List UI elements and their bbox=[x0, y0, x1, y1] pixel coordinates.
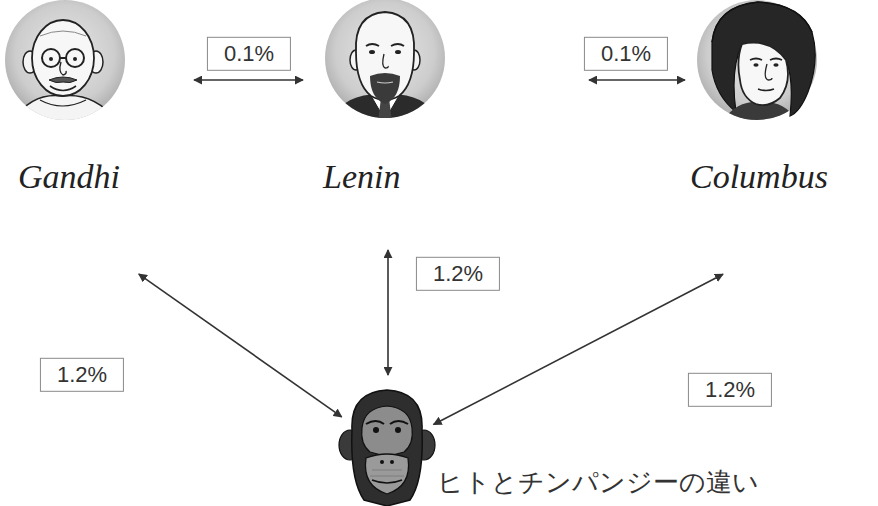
portrait-node: Columbus bbox=[690, 0, 864, 205]
percentage-label: 1.2% bbox=[416, 257, 500, 291]
percentage-label: 1.2% bbox=[40, 358, 124, 392]
chimpanzee-node: ヒトとチンパンジーの違い bbox=[345, 390, 430, 506]
difference-arrow bbox=[139, 274, 342, 417]
lenin-portrait bbox=[325, 0, 445, 125]
columbus-portrait bbox=[697, 0, 817, 125]
difference-arrow bbox=[387, 250, 389, 375]
difference-arrow bbox=[194, 79, 303, 81]
caption-text: ヒトとチンパンジーの違い bbox=[437, 468, 759, 497]
portrait-node: Gandhi bbox=[0, 0, 179, 205]
percentage-label: 1.2% bbox=[688, 373, 772, 407]
percentage-label: 0.1% bbox=[584, 37, 668, 71]
person-name: Lenin bbox=[323, 158, 459, 195]
difference-arrow bbox=[589, 79, 685, 81]
portrait-node: Lenin bbox=[315, 0, 459, 205]
person-name: Columbus bbox=[690, 158, 864, 195]
gandhi-portrait bbox=[5, 0, 125, 125]
chimpanzee-illustration bbox=[339, 390, 435, 506]
difference-arrow bbox=[434, 274, 724, 424]
percentage-label: 0.1% bbox=[207, 37, 291, 71]
person-name: Gandhi bbox=[18, 158, 179, 195]
